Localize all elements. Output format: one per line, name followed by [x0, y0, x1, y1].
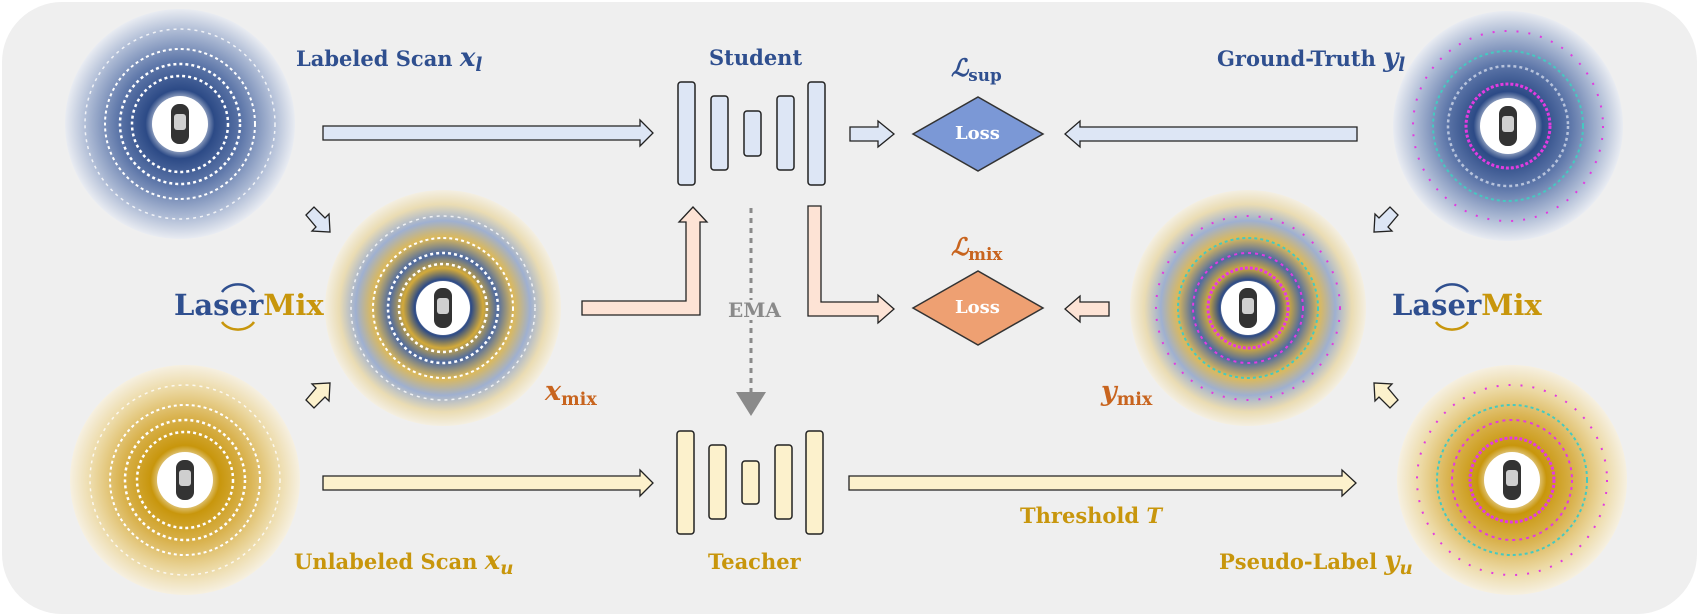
- arrow-gt-to-ymix: [1373, 206, 1399, 233]
- arrow-unlabeled-to-teacher: [322, 468, 654, 498]
- threshold-label: Threshold T: [1020, 503, 1163, 528]
- arrow-ymix-to-mixloss: [1064, 294, 1110, 324]
- loss-sup-diamond: [911, 96, 1045, 172]
- student-label: Student: [709, 45, 803, 70]
- arrow-pseudo-to-ymix: [1373, 382, 1399, 409]
- car-icon: [1239, 288, 1257, 328]
- arrow-student-to-mixloss: [807, 205, 895, 325]
- ema-label: EMA: [728, 298, 781, 322]
- teacher-network: [676, 430, 824, 535]
- car-icon: [1503, 460, 1521, 500]
- car-icon: [171, 104, 189, 144]
- arrow-labeled-to-mix: [305, 206, 331, 233]
- mixed-label-image: [1130, 190, 1366, 426]
- mixed-scan-image: [325, 190, 561, 426]
- ground-truth-label: Ground-Truth yl: [1217, 43, 1406, 77]
- lasermix-logo-left-swoosh: [220, 283, 256, 331]
- loss-mix-symbol: ℒmix: [951, 232, 1003, 264]
- unlabeled-scan-label: Unlabeled Scan xu: [294, 546, 514, 580]
- arrow-gt-to-loss: [1064, 119, 1358, 149]
- pseudo-label-label: Pseudo-Label yu: [1219, 546, 1413, 580]
- loss-mix-diamond: [911, 270, 1045, 346]
- arrow-teacher-to-pseudo: [848, 468, 1357, 498]
- loss-sup-symbol: ℒsup: [951, 53, 1002, 85]
- arrow-student-to-loss: [849, 119, 896, 149]
- labeled-scan-label: Labeled Scan xl: [296, 43, 483, 77]
- labeled-scan-image: [65, 9, 295, 239]
- y-mix-label: ymix: [1101, 376, 1153, 410]
- loss-sup-text: Loss: [955, 123, 1000, 144]
- ground-truth-image: [1393, 11, 1623, 241]
- arrow-labeled-to-student: [322, 118, 654, 148]
- unlabeled-scan-image: [70, 365, 300, 595]
- arrow-mix-to-student: [581, 206, 709, 316]
- car-icon: [1499, 106, 1517, 146]
- teacher-label: Teacher: [708, 549, 801, 574]
- lasermix-logo-right: LaserMix: [1392, 288, 1542, 322]
- arrow-unlabeled-to-mix: [305, 382, 331, 409]
- student-network: [677, 81, 826, 186]
- x-mix-label: xmix: [545, 376, 597, 410]
- lasermix-logo-left: LaserMix: [174, 288, 324, 322]
- loss-mix-text: Loss: [955, 297, 1000, 318]
- lasermix-logo-right-swoosh: [1434, 283, 1470, 331]
- car-icon: [434, 288, 452, 328]
- pseudo-label-image: [1397, 365, 1627, 595]
- car-icon: [176, 460, 194, 500]
